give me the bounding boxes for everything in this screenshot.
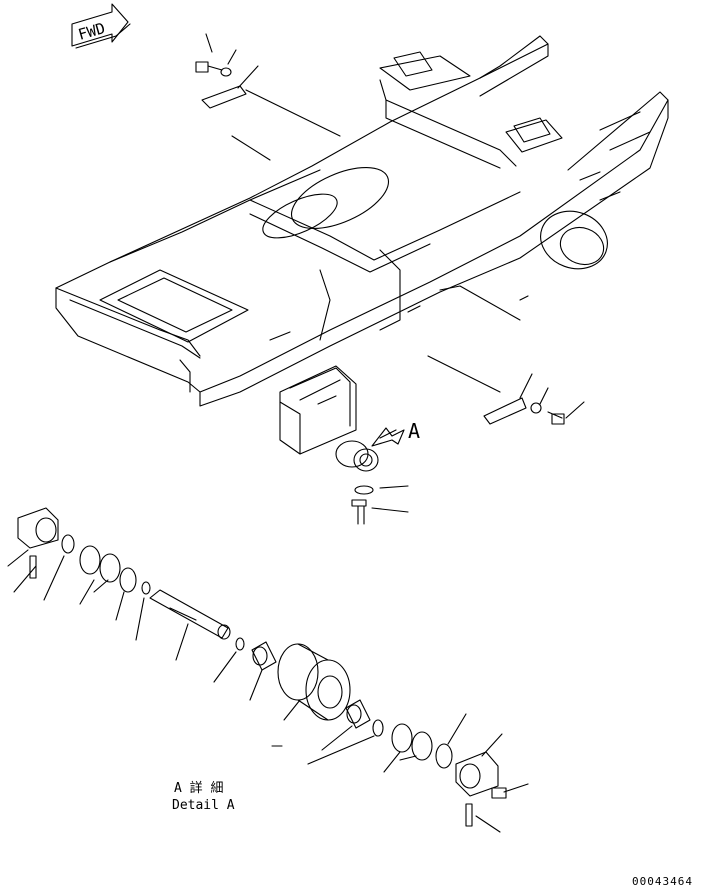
callout-a: A (371, 419, 420, 447)
detail-title-jp: A 詳 細 (174, 780, 223, 796)
roller-bracket (279, 365, 357, 455)
detail-title-en: Detail A (172, 798, 235, 813)
callout-letter: A (408, 419, 420, 443)
drawing-number: 00043464 (632, 875, 693, 888)
track-frame (55, 35, 669, 407)
mounted-roller (335, 440, 409, 525)
fwd-arrow-icon: FWD (71, 3, 131, 49)
right-side-fasteners (427, 355, 585, 425)
detail-a-exploded-roller (7, 507, 529, 833)
detail-a-caption: A 詳 細 Detail A (172, 780, 235, 813)
upper-left-fasteners (195, 33, 341, 161)
